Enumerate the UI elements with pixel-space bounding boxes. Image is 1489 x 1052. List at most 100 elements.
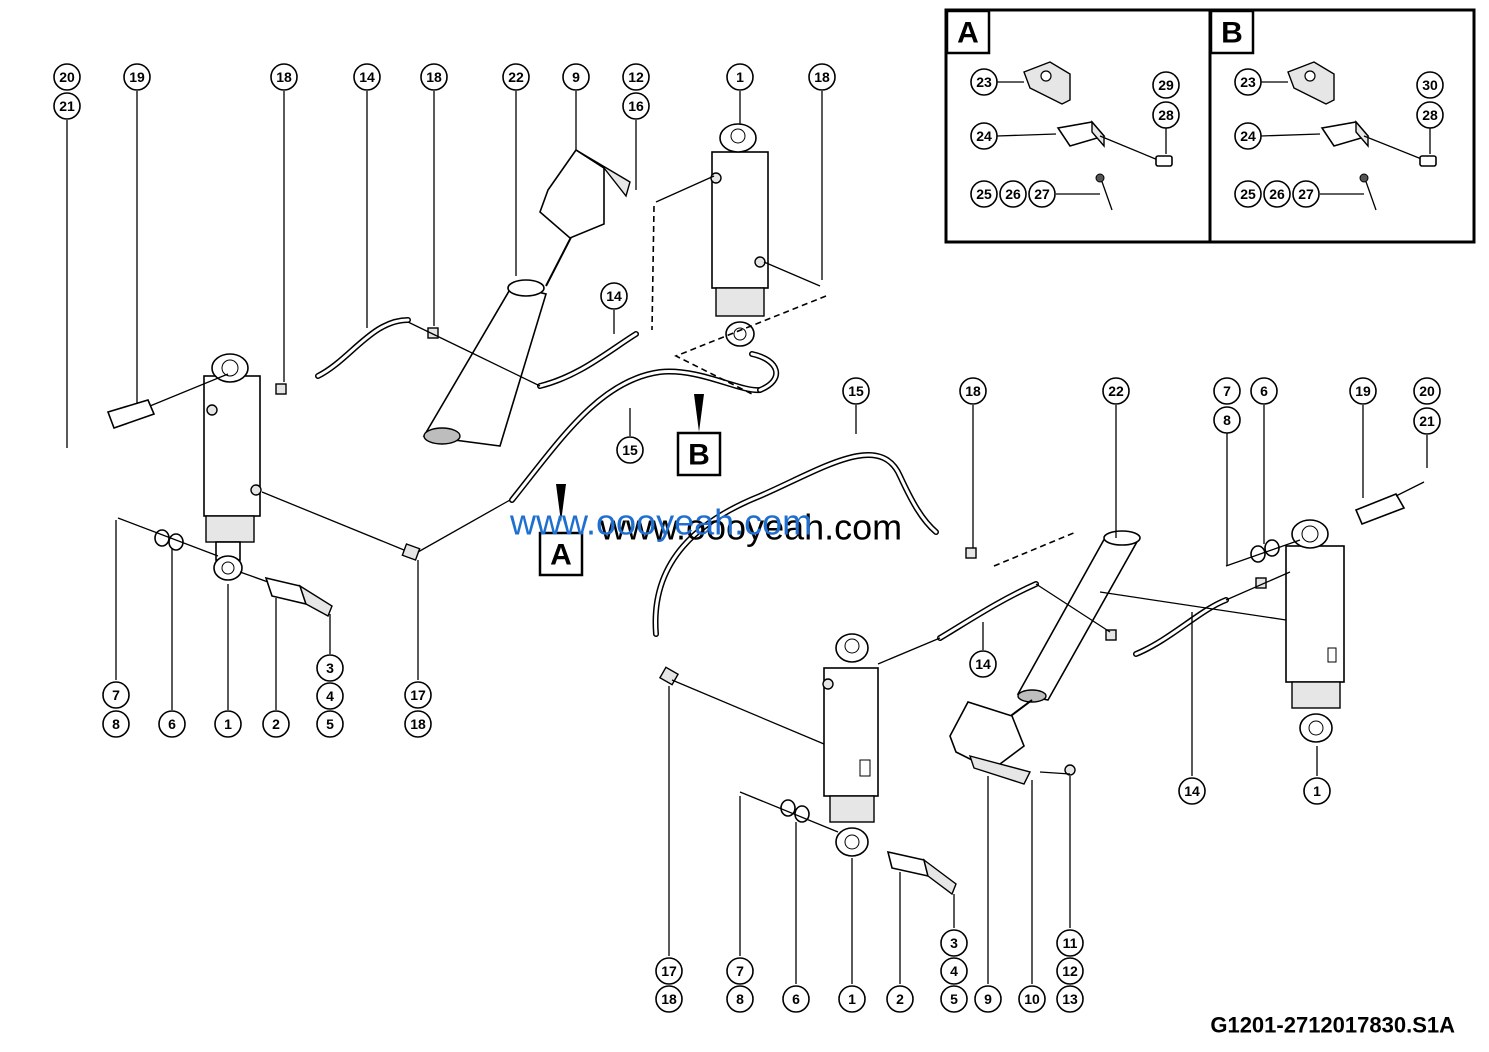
svg-text:24: 24 [1240,128,1256,144]
svg-text:1: 1 [736,69,744,85]
callout-item: 8 [102,710,130,738]
svg-text:16: 16 [628,98,644,114]
svg-text:27: 27 [1298,186,1314,202]
callout-item: 9 [974,985,1002,1013]
right-cylinder [1285,519,1345,743]
svg-text:B: B [688,439,710,472]
svg-text:10: 10 [1024,991,1040,1007]
svg-text:1: 1 [848,991,856,1007]
callout-leaders [66,91,1428,984]
callout-item: 1 [214,710,242,738]
svg-text:19: 19 [129,69,145,85]
svg-text:8: 8 [736,991,744,1007]
right-pin-19 [1354,481,1425,526]
right-lower-cylinder [822,633,879,857]
callout-item: 15 [842,377,870,405]
drawing-code: G1201-2712017830.S1A [1210,1013,1455,1038]
svg-text:13: 13 [1062,991,1078,1007]
svg-text:3: 3 [950,935,958,951]
svg-text:22: 22 [508,69,524,85]
callout-item: 9 [562,63,590,91]
callout-item: 26 [1263,180,1291,208]
svg-text:21: 21 [1419,413,1435,429]
callout-item: 15 [616,436,644,464]
callout-item: 25 [970,180,998,208]
svg-text:B: B [1221,17,1243,50]
watermark-shadow: www.oooyeah.com [599,507,902,548]
svg-text:14: 14 [975,656,991,672]
svg-text:5: 5 [326,716,334,732]
svg-text:2: 2 [272,716,280,732]
right-washers [1225,539,1301,567]
right-hoses [652,452,1267,686]
callout-item: 14 [353,63,381,91]
svg-text:30: 30 [1422,77,1438,93]
svg-text:11: 11 [1063,935,1078,951]
svg-text:7: 7 [112,687,120,703]
left-pin-2 [264,576,333,617]
callout-item: 19 [1349,377,1377,405]
svg-text:6: 6 [168,716,176,732]
callout-item: 18 [808,63,836,91]
left-cylinder [203,353,262,581]
svg-text:8: 8 [112,716,120,732]
callout-item: 17 [404,681,432,709]
svg-text:7: 7 [1223,383,1231,399]
svg-text:12: 12 [1062,963,1078,979]
detail-a-parts [1023,61,1173,211]
svg-text:9: 9 [572,69,580,85]
callout-item: 27 [1028,180,1056,208]
callout-item: 8 [1213,406,1241,434]
callout-item: 22 [1102,377,1130,405]
callout-item: 21 [1413,407,1441,435]
svg-text:21: 21 [59,98,75,114]
callout-item: 6 [158,710,186,738]
callout-item: 28 [1416,101,1444,129]
callout-item: 14 [1178,777,1206,805]
svg-text:A: A [957,17,979,50]
svg-text:6: 6 [1260,383,1268,399]
left-actuator-22 [422,148,631,447]
callout-item: 17 [655,957,683,985]
callout-item: 6 [1250,377,1278,405]
callout-item: 1 [1303,777,1331,805]
callout-item: 20 [53,63,81,91]
callouts: 20 21 19 18 14 18 22 9 12 16 1 18 14 15 … [53,63,1444,1013]
callout-item: 19 [123,63,151,91]
callout-item: 23 [970,68,998,96]
callout-item: 27 [1292,180,1320,208]
svg-text:18: 18 [276,69,292,85]
svg-text:18: 18 [814,69,830,85]
svg-text:25: 25 [1240,186,1256,202]
svg-text:17: 17 [410,687,426,703]
detail-a-label: A [945,9,991,55]
right-actuator-22 [949,530,1141,785]
callout-item: 30 [1416,71,1444,99]
svg-text:19: 19 [1355,383,1371,399]
watermark: www.oooyeah.com [509,502,812,543]
callout-item: 2 [886,985,914,1013]
callout-item: 2 [262,710,290,738]
svg-text:20: 20 [1419,383,1435,399]
callout-item: 25 [1234,180,1262,208]
svg-text:7: 7 [736,963,744,979]
svg-text:22: 22 [1108,383,1124,399]
callout-item: 4 [940,957,968,985]
callout-item: 3 [940,929,968,957]
callout-item: 7 [726,957,754,985]
callout-item: 23 [1234,68,1262,96]
callout-item: 16 [622,92,650,120]
callout-item: 14 [969,650,997,678]
svg-text:26: 26 [1269,186,1285,202]
svg-text:18: 18 [965,383,981,399]
left-upper-cylinder [710,123,769,347]
svg-text:1: 1 [1313,783,1321,799]
svg-text:18: 18 [661,991,677,1007]
svg-text:6: 6 [792,991,800,1007]
svg-text:15: 15 [622,442,638,458]
svg-text:27: 27 [1034,186,1050,202]
callout-item: 18 [420,63,448,91]
callout-item: 18 [270,63,298,91]
callout-item: 11 [1056,929,1084,957]
